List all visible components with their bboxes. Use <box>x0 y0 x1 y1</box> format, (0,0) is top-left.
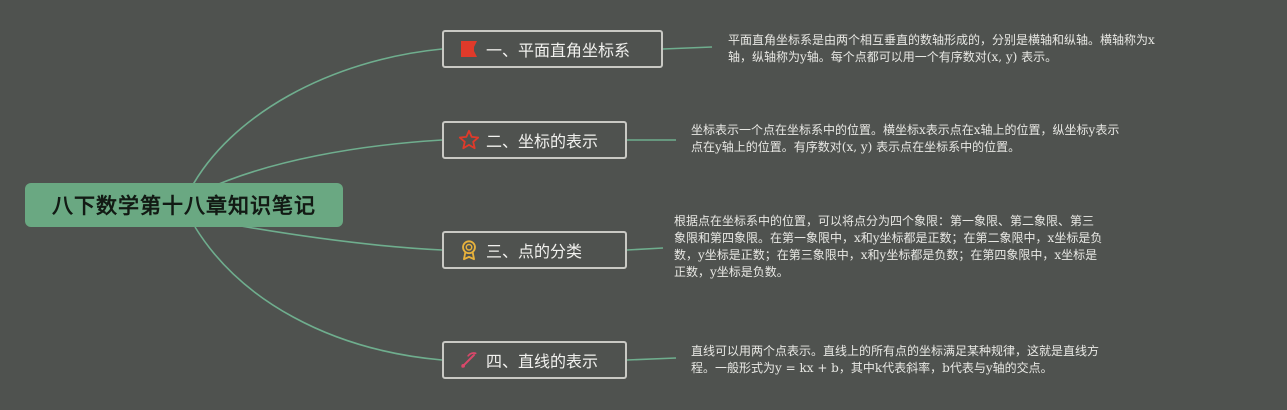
note-line: 象限和第四象限。在第一象限中，x和y坐标都是正数；在第二象限中，x坐标是负 <box>674 231 1103 245</box>
note-line: 根据点在坐标系中的位置，可以将点分为四个象限：第一象限、第二象限、第三 <box>674 214 1095 228</box>
topic-title-4: 四、直线的表示 <box>486 352 599 371</box>
topic-node-3[interactable]: 三、点的分类 <box>442 231 627 269</box>
connector-topic-3-note <box>626 247 664 251</box>
note-line: 平面直角坐标系是由两个相互垂直的数轴形成的，分别是横轴和纵轴。横轴称为x <box>728 33 1155 47</box>
connector-topic-4-note <box>626 357 677 361</box>
connector-root-topic-3 <box>234 224 443 251</box>
topic-title-3: 三、点的分类 <box>486 242 583 261</box>
star-outline-icon <box>458 129 480 151</box>
red-square-flag-icon <box>458 38 480 60</box>
line-tool-icon <box>458 349 480 371</box>
award-medal-icon <box>458 239 480 261</box>
note-line: 数，y坐标是正数；在第三象限中，x和y坐标都是负数；在第四象限中，x坐标是 <box>674 248 1098 262</box>
topic-note-2: 坐标表示一个点在坐标系中的位置。横坐标x表示点在x轴上的位置，纵坐标y表示 点在… <box>691 122 1119 156</box>
note-line: 点在y轴上的位置。有序数对(x, y) 表示点在坐标系中的位置。 <box>691 140 1021 154</box>
topic-node-1[interactable]: 一、平面直角坐标系 <box>442 30 663 68</box>
topic-title-1: 一、平面直角坐标系 <box>486 41 631 60</box>
topic-note-3: 根据点在坐标系中的位置，可以将点分为四个象限：第一象限、第二象限、第三 象限和第… <box>674 213 1102 281</box>
note-line: 轴，纵轴称为y轴。每个点都可以用一个有序数对(x, y) 表示。 <box>728 50 1058 64</box>
connector-topic-1-note <box>662 46 713 50</box>
connector-root-topic-2 <box>204 139 443 191</box>
topic-note-1: 平面直角坐标系是由两个相互垂直的数轴形成的，分别是横轴和纵轴。横轴称为x 轴，纵… <box>728 32 1155 66</box>
root-node[interactable]: 八下数学第十八章知识笔记 <box>25 183 343 227</box>
topic-node-2[interactable]: 二、坐标的表示 <box>442 121 627 159</box>
note-line: 直线可以用两个点表示。直线上的所有点的坐标满足某种规律，这就是直线方 <box>691 344 1100 358</box>
topic-node-4[interactable]: 四、直线的表示 <box>442 341 627 379</box>
connector-root-topic-1 <box>189 48 443 191</box>
topic-note-4: 直线可以用两个点表示。直线上的所有点的坐标满足某种规律，这就是直线方 程。一般形… <box>691 343 1099 377</box>
root-title: 八下数学第十八章知识笔记 <box>52 194 316 218</box>
note-line: 程。一般形式为y = kx + b，其中k代表斜率，b代表与y轴的交点。 <box>691 361 1053 375</box>
topic-title-2: 二、坐标的表示 <box>486 132 599 151</box>
note-line: 坐标表示一个点在坐标系中的位置。横坐标x表示点在x轴上的位置，纵坐标y表示 <box>691 123 1120 137</box>
note-line: 正数，y坐标是负数。 <box>674 265 789 279</box>
connector-root-topic-4 <box>194 226 443 361</box>
